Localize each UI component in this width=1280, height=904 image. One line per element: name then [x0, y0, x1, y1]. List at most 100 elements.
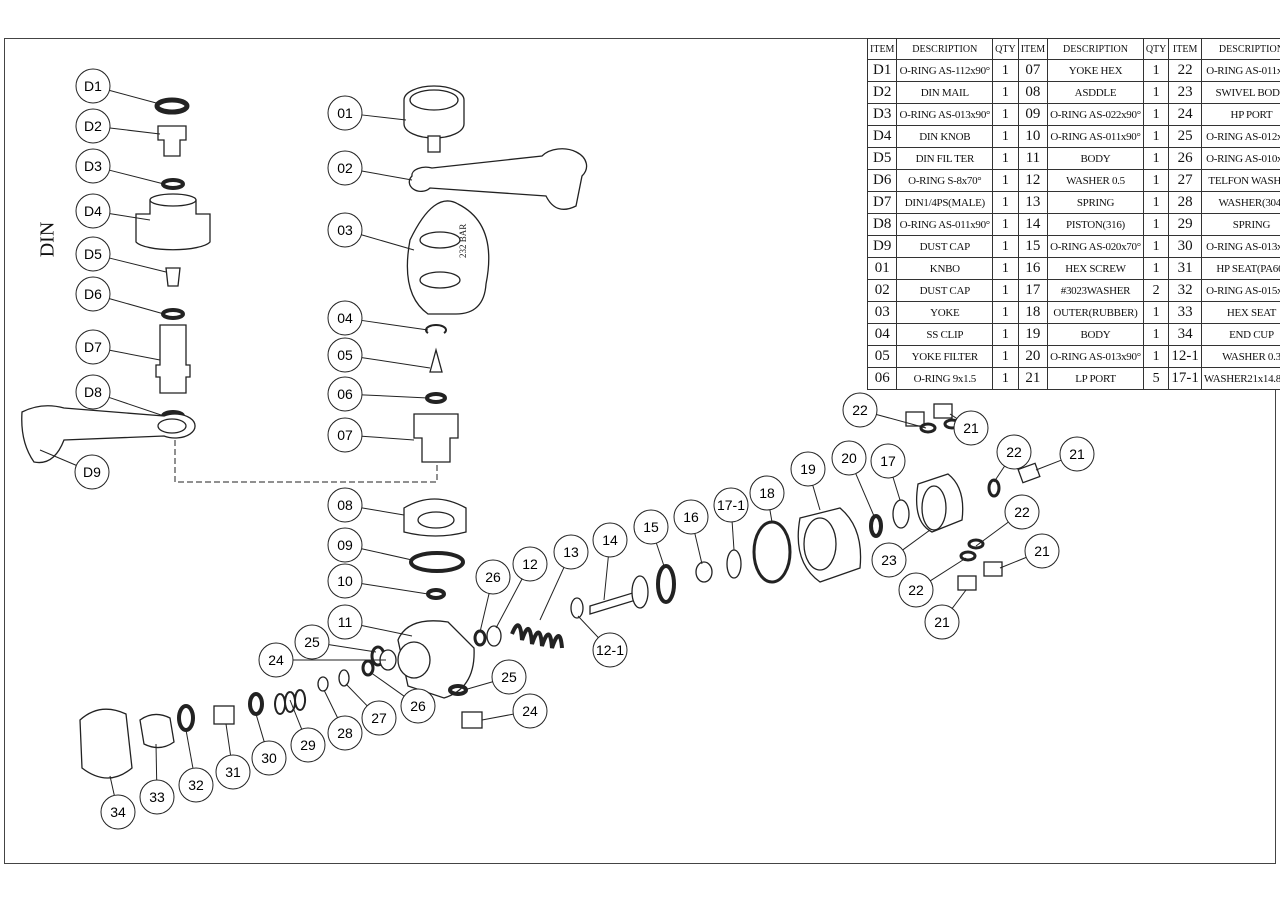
part-24-hp-port — [461, 711, 483, 729]
callout-circle — [870, 443, 906, 479]
part-32-oring — [177, 704, 195, 732]
callout-02: 02 — [327, 150, 413, 186]
callout-label: 24 — [522, 703, 538, 719]
callout-21: 21 — [1035, 436, 1095, 472]
leader-line — [323, 689, 338, 718]
qty-cell: 1 — [1142, 125, 1170, 148]
leader-line — [892, 477, 901, 501]
description-cell: #3023WASHER — [1047, 279, 1144, 302]
callout-circle — [251, 740, 287, 776]
leader-line — [655, 542, 665, 567]
callout-label: 03 — [337, 222, 353, 238]
callout-label: 05 — [337, 347, 353, 363]
item-cell: D4 — [866, 125, 898, 148]
header-description: DESCRIPTION — [1200, 38, 1280, 60]
item-cell: 07 — [1017, 59, 1049, 82]
leader-line — [361, 548, 413, 561]
item-cell: 31 — [1168, 257, 1202, 280]
callout-label: 11 — [338, 614, 353, 630]
callout-03: 03 — [327, 212, 415, 251]
callout-13: 13 — [539, 534, 589, 621]
callout-circle — [139, 779, 175, 815]
callout-21: 21 — [924, 589, 967, 640]
qty-cell: 1 — [992, 81, 1019, 104]
callout-22: 22 — [898, 557, 967, 608]
item-cell: 21 — [1017, 367, 1049, 390]
callout-label: 23 — [881, 552, 897, 568]
qty-cell: 1 — [1142, 301, 1170, 324]
callout-d2: D2 — [75, 108, 161, 144]
callout-11: 11 — [327, 604, 413, 640]
description-cell: HEX SCREW — [1047, 257, 1144, 280]
callout-circle — [790, 451, 826, 487]
header-item: ITEM — [866, 38, 898, 60]
item-cell: 10 — [1017, 125, 1049, 148]
part-29-spring — [274, 689, 307, 715]
callout-label: 33 — [149, 789, 165, 805]
leader-line — [463, 681, 493, 691]
callout-34: 34 — [100, 775, 136, 830]
callout-label: D6 — [84, 286, 102, 302]
leader-line — [495, 578, 523, 629]
leader-line — [345, 683, 368, 707]
description-cell: HEX SEAT — [1200, 301, 1280, 324]
callout-circle — [512, 693, 548, 729]
leader-line — [255, 713, 265, 742]
callout-circle — [842, 392, 878, 428]
part-02-dust-cap — [408, 148, 588, 210]
item-cell: D5 — [866, 147, 898, 170]
leader-line — [361, 114, 407, 121]
qty-cell: 1 — [992, 235, 1019, 258]
callout-label: 21 — [1069, 446, 1085, 462]
item-cell: 16 — [1017, 257, 1049, 280]
description-cell: SPRING — [1047, 191, 1144, 214]
callout-24: 24 — [481, 693, 548, 729]
item-cell: D1 — [866, 59, 898, 82]
qty-cell: 1 — [992, 257, 1019, 280]
leader-line — [369, 671, 405, 697]
part-25-oring — [448, 684, 468, 696]
callout-label: D5 — [84, 246, 102, 262]
description-cell: YOKE HEX — [1047, 59, 1144, 82]
callout-d6: D6 — [75, 276, 165, 315]
callout-label: D8 — [84, 384, 102, 400]
leader-line — [109, 298, 165, 315]
callout-circle — [400, 688, 436, 724]
callout-d8: D8 — [75, 374, 165, 417]
leader-line — [185, 729, 194, 769]
callout-label: 18 — [759, 485, 775, 501]
description-cell: O-RING AS-010x90° — [1200, 147, 1280, 170]
callout-label: D2 — [84, 118, 102, 134]
leader-line — [289, 699, 303, 730]
part-17-washer — [892, 499, 910, 529]
callout-label: D1 — [84, 78, 102, 94]
description-cell: O-RING AS-020x70° — [1047, 235, 1144, 258]
callout-label: 25 — [304, 634, 320, 650]
header-qty: QTY — [1142, 38, 1170, 60]
description-cell: O-RING AS-112x90° — [896, 59, 994, 82]
leader-line — [694, 533, 703, 565]
description-cell: SWIVEL BODY — [1200, 81, 1280, 104]
qty-cell: 2 — [1142, 279, 1170, 302]
item-cell: 24 — [1168, 103, 1202, 126]
part-09-oring — [409, 551, 465, 573]
description-cell: O-RING AS-011x70° — [1200, 59, 1280, 82]
callout-18: 18 — [749, 475, 785, 523]
callout-circle — [294, 624, 330, 660]
item-cell: D8 — [866, 213, 898, 236]
callout-25: 25 — [294, 624, 377, 660]
callout-circle — [75, 108, 111, 144]
description-cell: OUTER(RUBBER) — [1047, 301, 1144, 324]
qty-cell: 1 — [992, 103, 1019, 126]
callout-circle — [290, 727, 326, 763]
callout-30: 30 — [251, 713, 287, 776]
qty-cell: 1 — [1142, 147, 1170, 170]
callout-label: 12-1 — [596, 642, 624, 658]
part-11-body — [397, 620, 475, 699]
callout-circle — [178, 767, 214, 803]
callout-01: 01 — [327, 95, 407, 131]
item-cell: D3 — [866, 103, 898, 126]
